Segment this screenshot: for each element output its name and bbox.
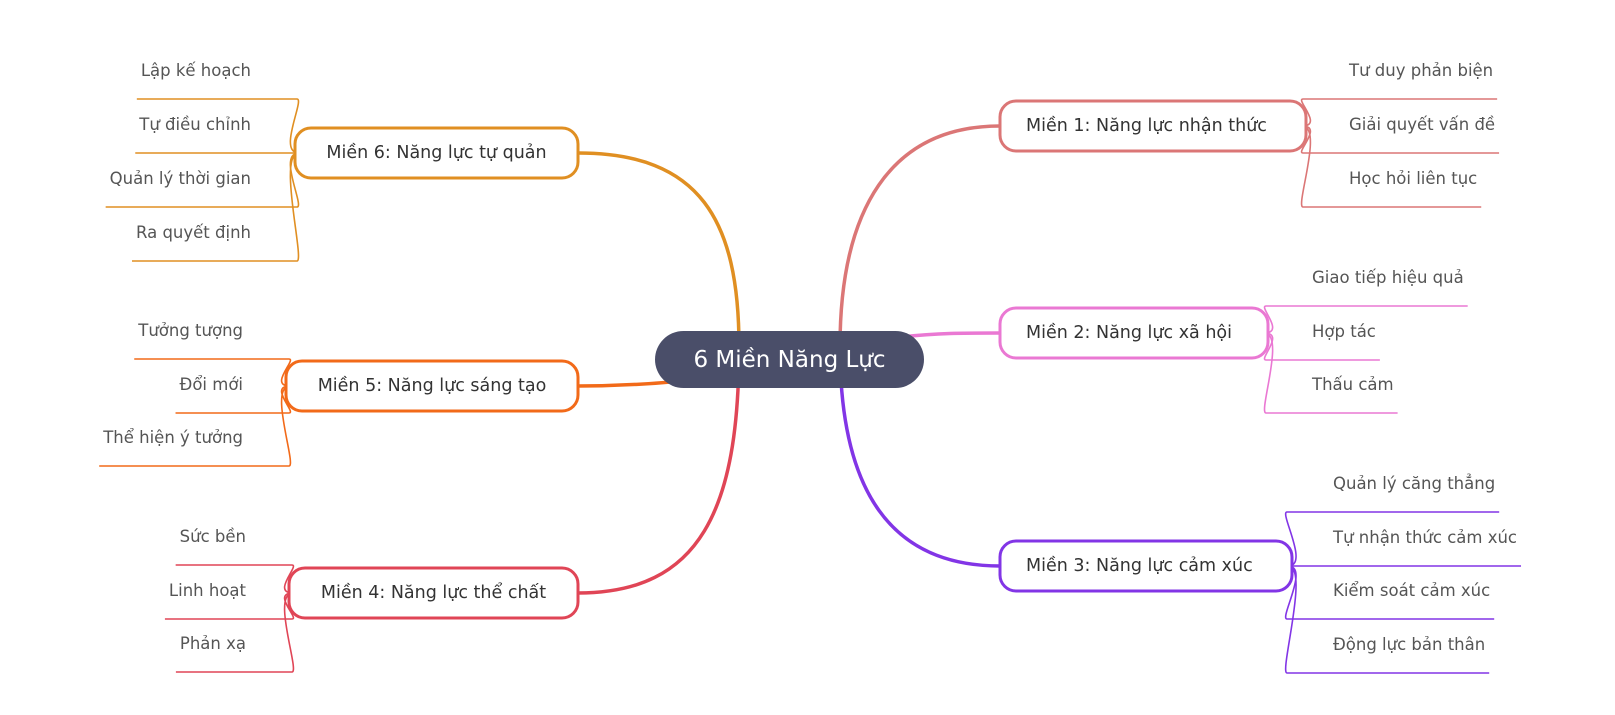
leaf-b4-2[interactable]: Linh hoạt bbox=[169, 581, 247, 600]
leaf-line-b3-1 bbox=[1284, 511, 1500, 567]
leaf-b2-3[interactable]: Thấu cảm bbox=[1311, 375, 1394, 394]
leaf-b1-1[interactable]: Tư duy phản biện bbox=[1348, 61, 1493, 80]
branch-label-6: Miền 6: Năng lực tự quản bbox=[326, 142, 546, 163]
leaf-line-b5-2 bbox=[175, 385, 292, 414]
leaf-b1-2[interactable]: Giải quyết vấn đề bbox=[1349, 115, 1495, 134]
branch-node-3[interactable]: Miền 3: Năng lực cảm xúc bbox=[998, 539, 1294, 593]
leaf-b3-2[interactable]: Tự nhận thức cảm xúc bbox=[1332, 528, 1517, 547]
branch-label-1: Miền 1: Năng lực nhận thức bbox=[1026, 115, 1267, 136]
leaf-b6-4[interactable]: Ra quyết định bbox=[136, 223, 251, 242]
branch-node-2[interactable]: Miền 2: Năng lực xã hội bbox=[998, 306, 1270, 360]
leaf-b5-2[interactable]: Đổi mới bbox=[180, 375, 243, 394]
leaf-line-b1-1 bbox=[1300, 98, 1498, 127]
leaf-line-b6-3 bbox=[105, 152, 300, 208]
leaf-b4-3[interactable]: Phản xạ bbox=[180, 634, 246, 653]
center-node[interactable]: 6 Miền Năng Lực bbox=[655, 331, 924, 388]
connector-branch-4 bbox=[577, 346, 741, 595]
leaf-line-b2-1 bbox=[1263, 305, 1468, 334]
leaf-line-b4-3 bbox=[175, 592, 295, 673]
leaf-b3-4[interactable]: Động lực bản thân bbox=[1333, 635, 1485, 654]
connector-lines bbox=[577, 124, 1001, 595]
connector-branch-3 bbox=[838, 346, 1001, 568]
leaf-b1-3[interactable]: Học hỏi liên tục bbox=[1349, 169, 1477, 188]
branch-nodes: Miền 1: Năng lực nhận thức Miền 2: Năng … bbox=[284, 99, 1308, 620]
leaf-b6-3[interactable]: Quản lý thời gian bbox=[110, 169, 251, 188]
leaf-b3-3[interactable]: Kiểm soát cảm xúc bbox=[1333, 581, 1490, 600]
leaf-b5-3[interactable]: Thể hiện ý tưởng bbox=[102, 428, 243, 447]
leaf-line-b1-2 bbox=[1300, 125, 1500, 154]
branch-node-6[interactable]: Miền 6: Năng lực tự quản bbox=[293, 126, 580, 180]
leaf-b4-1[interactable]: Sức bền bbox=[180, 527, 246, 546]
branch-label-5: Miền 5: Năng lực sáng tạo bbox=[318, 375, 547, 396]
leaf-line-b2-3 bbox=[1263, 332, 1398, 414]
branch-node-1[interactable]: Miền 1: Năng lực nhận thức bbox=[998, 99, 1308, 153]
branch-label-4: Miền 4: Năng lực thể chất bbox=[321, 582, 546, 603]
connector-branch-1 bbox=[838, 124, 1001, 348]
branch-label-2: Miền 2: Năng lực xã hội bbox=[1026, 322, 1232, 343]
center-title: 6 Miền Năng Lực bbox=[693, 347, 885, 373]
branch-node-5[interactable]: Miền 5: Năng lực sáng tạo bbox=[284, 359, 580, 413]
leaf-b2-2[interactable]: Hợp tác bbox=[1312, 322, 1376, 341]
leaf-line-b4-1 bbox=[175, 564, 295, 594]
leaf-line-b5-3 bbox=[99, 385, 292, 467]
leaf-line-b3-3 bbox=[1284, 565, 1495, 620]
leaf-line-b6-1 bbox=[136, 98, 300, 154]
leaf-b6-2[interactable]: Tự điều chỉnh bbox=[138, 115, 251, 134]
leaf-line-b4-2 bbox=[164, 592, 295, 620]
leaf-line-b6-4 bbox=[132, 152, 300, 262]
leaf-line-b1-3 bbox=[1300, 125, 1482, 208]
leaf-line-b2-2 bbox=[1263, 332, 1380, 361]
leaf-line-b5-1 bbox=[134, 358, 292, 387]
leaf-b5-1[interactable]: Tưởng tượng bbox=[137, 321, 243, 340]
leaf-line-b3-4 bbox=[1284, 565, 1490, 674]
connector-branch-2 bbox=[899, 331, 1001, 339]
branch-label-3: Miền 3: Năng lực cảm xúc bbox=[1026, 555, 1253, 576]
connector-branch-6 bbox=[577, 151, 741, 348]
leaf-b6-1[interactable]: Lập kế hoạch bbox=[141, 61, 251, 80]
leaf-labels: Tư duy phản biện Giải quyết vấn đề Học h… bbox=[102, 61, 1517, 654]
leaf-b2-1[interactable]: Giao tiếp hiệu quả bbox=[1312, 268, 1464, 287]
branch-node-4[interactable]: Miền 4: Năng lực thể chất bbox=[287, 566, 580, 620]
leaf-b3-1[interactable]: Quản lý căng thẳng bbox=[1333, 474, 1495, 493]
